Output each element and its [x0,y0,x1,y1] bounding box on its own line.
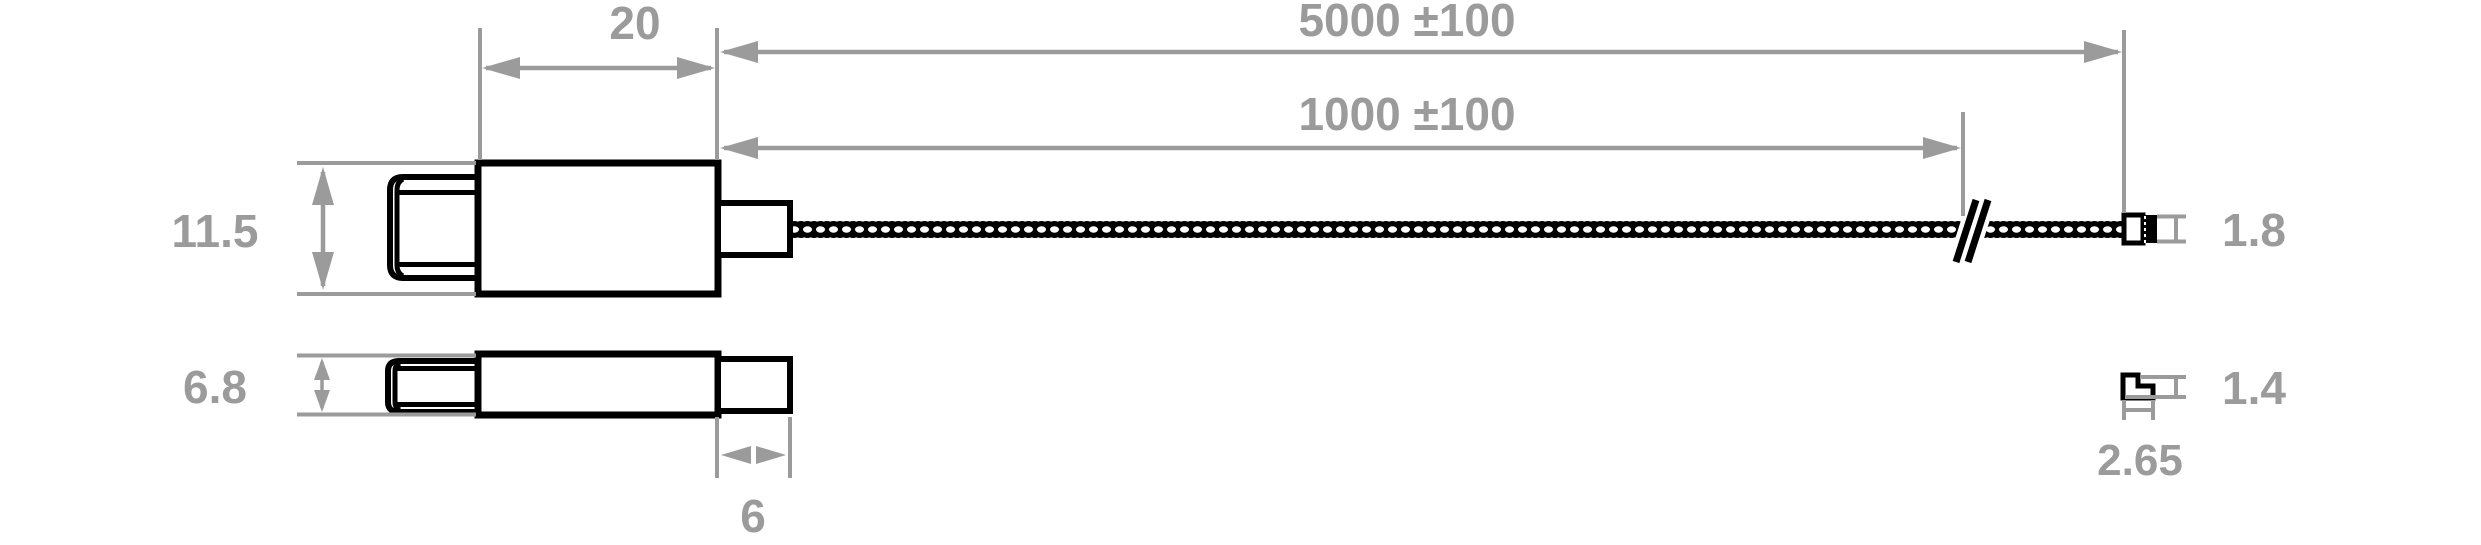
connector-body-side [474,350,722,419]
plug-tip-side [385,358,478,415]
cable-end-cap [2121,212,2157,246]
braided-cable [788,220,2124,239]
connector-side-view [385,350,2156,419]
dim-label-connector-width: 11.5 [172,205,259,257]
plug-tip-top [387,174,478,281]
dim-label-segment-length: 1000 ±100 [1298,88,1515,140]
connector-top-view [387,159,2157,298]
strain-relief-side [715,356,793,414]
dimension-cable-end-thickness: 1.4 [2125,362,2286,414]
dimension-cable-end-width: 1.8 [2157,204,2286,256]
dim-label-connector-length: 20 [609,0,660,49]
dimension-segment-length: 1000 ±100 [720,88,1965,216]
dim-label-overall-cable-length: 5000 ±100 [1298,0,1515,46]
dimension-strain-relief-length: 6 [715,417,792,542]
dimension-connector-width: 11.5 [172,161,476,296]
dim-label-strain-relief-length: 6 [740,490,766,542]
dimension-cable-end-length: 2.65 [2097,400,2183,485]
dimension-connector-length: 20 [478,0,719,160]
dimension-overall-cable-length: 5000 ±100 [720,0,2126,213]
dim-label-cable-end-length: 2.65 [2097,436,2183,485]
dim-label-cable-end-width: 1.8 [2222,204,2286,256]
dimension-connector-thickness: 6.8 [183,353,476,417]
dim-label-connector-thickness: 6.8 [183,361,247,413]
dim-label-cable-end-thickness: 1.4 [2222,362,2286,414]
strain-relief-top [715,200,793,258]
connector-body-top [474,159,722,298]
cable-break-symbol [1948,197,1996,265]
